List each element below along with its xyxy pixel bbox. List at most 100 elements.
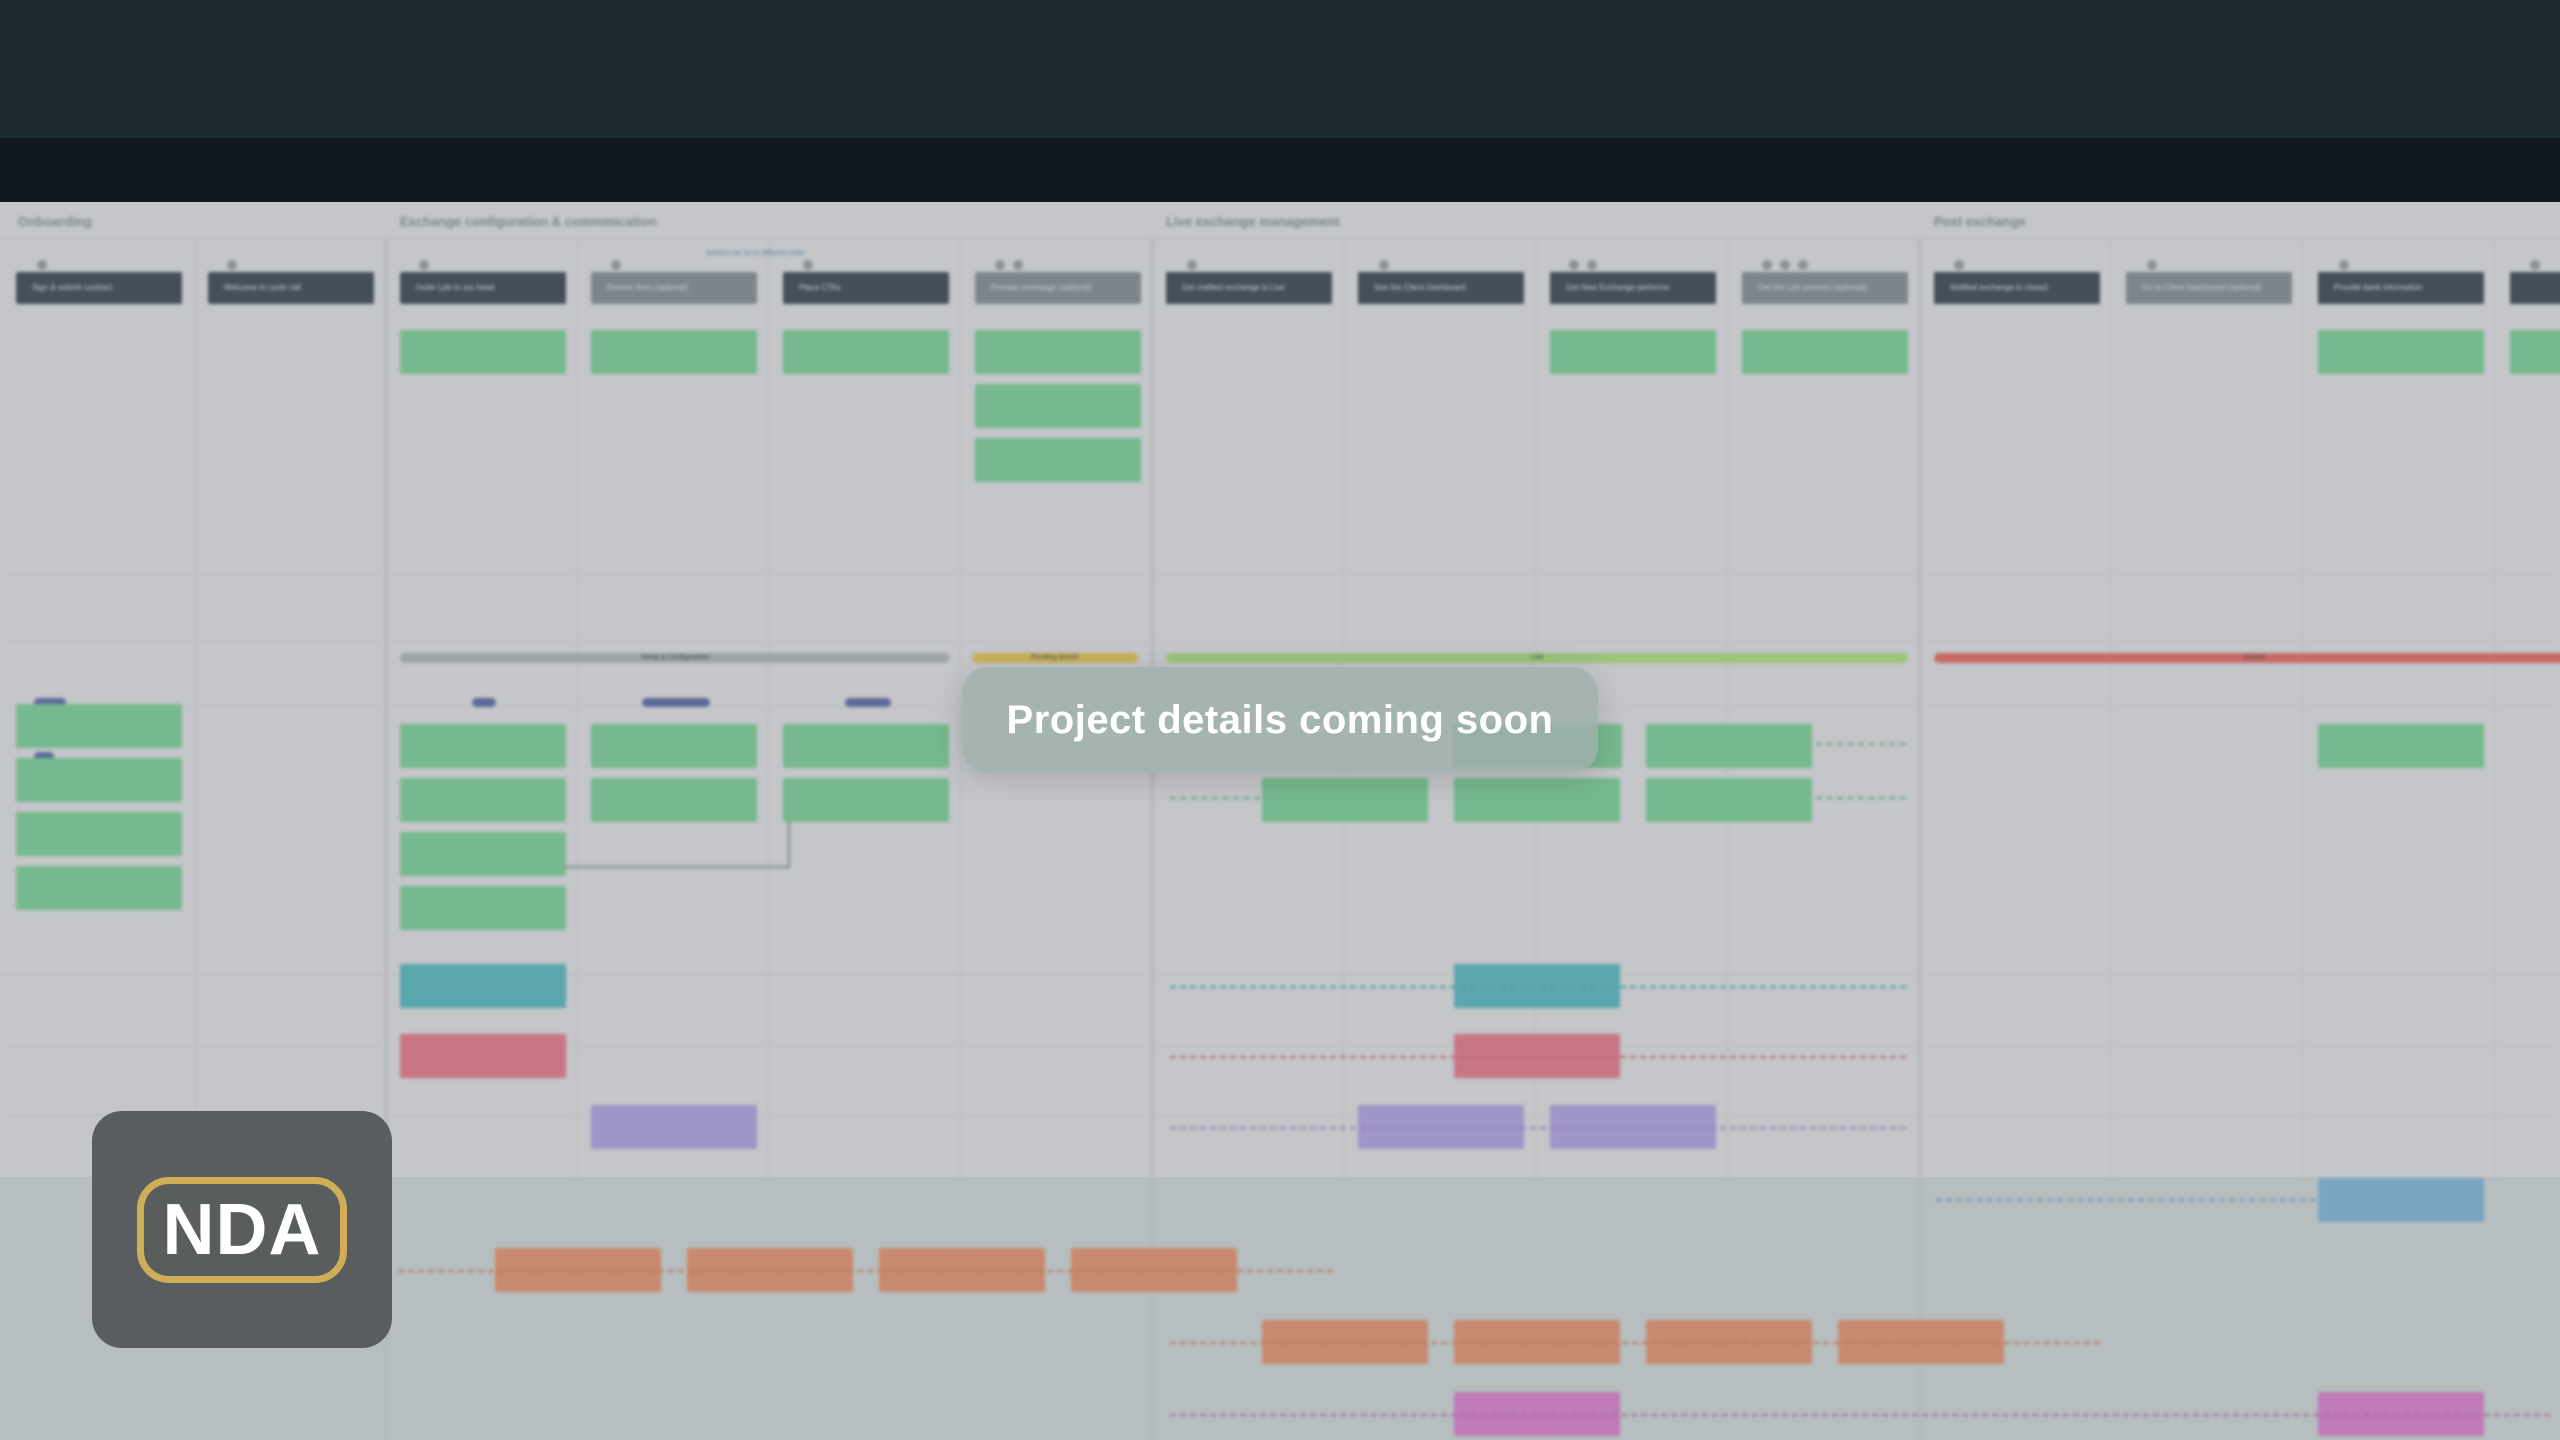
tag-pill <box>34 752 54 761</box>
column-divider <box>2494 238 2495 1440</box>
step-header: See the Client Dashboard <box>1358 272 1524 304</box>
persona-avatar <box>1587 260 1597 270</box>
phase-divider <box>385 238 388 1440</box>
column-divider <box>2110 238 2111 1440</box>
dashed-flow <box>1816 743 1906 745</box>
step-header: Get New Exchange performa <box>1550 272 1716 304</box>
action-card <box>2318 724 2484 768</box>
persona-avatar <box>2530 260 2540 270</box>
action-card <box>1646 724 1812 768</box>
action-card <box>400 778 566 822</box>
action-card <box>2318 330 2484 374</box>
row-divider <box>0 1115 2560 1116</box>
coming-soon-pill: Project details coming soon <box>962 667 1598 773</box>
row-divider <box>0 238 2560 239</box>
flow-connector <box>566 866 790 868</box>
action-card <box>1550 330 1716 374</box>
dashed-flow <box>398 1270 1333 1272</box>
action-card <box>1454 778 1620 822</box>
nda-label: NDA <box>162 1189 322 1270</box>
dashed-flow <box>1170 1056 1906 1058</box>
persona-avatar <box>1187 260 1197 270</box>
tag-pill <box>34 698 66 707</box>
status-bar-setup: Setup & Configuration <box>400 653 950 663</box>
dashed-flow <box>1170 986 1906 988</box>
column-divider <box>960 238 961 1440</box>
board-lower-lane <box>0 1177 2560 1440</box>
nda-badge-tile: NDA <box>92 1111 392 1348</box>
phase-divider <box>1918 238 1921 1440</box>
row-divider <box>0 1045 2560 1046</box>
blurred-content: Onboarding Exchange configuration & comm… <box>0 202 2560 1440</box>
action-card <box>16 704 182 748</box>
persona-avatar <box>2339 260 2349 270</box>
phase-title-post: Post exchange <box>1934 214 2026 229</box>
step-header: Get notified exchange is Live <box>1166 272 1332 304</box>
persona-avatar <box>1762 260 1772 270</box>
app-toolbar <box>0 138 2560 202</box>
status-bar-label: Live <box>1530 654 1544 661</box>
action-card <box>783 330 949 374</box>
action-card <box>591 724 757 768</box>
status-bar-label: Setup & Configuration <box>640 654 710 661</box>
persona-avatar <box>803 260 813 270</box>
status-bar-pending: Pending launch <box>972 653 1138 663</box>
dashed-flow <box>1170 1127 1906 1129</box>
column-divider <box>1343 238 1344 1440</box>
persona-avatar <box>995 260 1005 270</box>
persona-avatar <box>419 260 429 270</box>
action-card <box>783 778 949 822</box>
step-header: Welcome to cycle call <box>208 272 374 304</box>
action-card <box>975 438 1141 482</box>
action-card <box>1262 778 1428 822</box>
step-header: Place CTAs <box>783 272 949 304</box>
action-card <box>1742 330 1908 374</box>
column-divider <box>1535 238 1536 1440</box>
persona-avatar <box>611 260 621 270</box>
step-header <box>2510 272 2560 304</box>
column-divider <box>768 238 769 1440</box>
status-bar-label: Pending launch <box>1030 654 1080 661</box>
step-header: Go to Client Dashboard (optional) <box>2126 272 2292 304</box>
phase-divider <box>1151 238 1154 1440</box>
status-bar-label: Closed <box>2243 654 2265 661</box>
status-bar-live: Live <box>1166 653 1908 663</box>
persona-avatar <box>1780 260 1790 270</box>
action-card <box>400 330 566 374</box>
action-card <box>16 866 182 910</box>
persona-avatar <box>1379 260 1389 270</box>
action-card <box>591 330 757 374</box>
status-bar-closed: Closed <box>1934 653 2560 663</box>
persona-avatar <box>1798 260 1808 270</box>
app-top-bar <box>0 0 2560 138</box>
dashed-flow <box>1170 797 1260 799</box>
action-card <box>975 384 1141 428</box>
tag-pill <box>472 698 496 707</box>
dashed-flow <box>1170 1342 2100 1344</box>
persona-avatar <box>227 260 237 270</box>
tag-pill <box>642 698 710 707</box>
column-divider <box>1727 238 1728 1440</box>
action-card <box>16 758 182 802</box>
insight-card <box>591 1105 757 1149</box>
step-header: Sign & submit contract <box>16 272 182 304</box>
step-header: Invite Lyle to our head <box>400 272 566 304</box>
step-header: Review Xero (optional) <box>591 272 757 304</box>
persona-avatar <box>2147 260 2157 270</box>
annotation-note: Actions can be in different order <box>706 250 805 257</box>
action-card <box>975 330 1141 374</box>
persona-avatar <box>1954 260 1964 270</box>
step-header: Get the Lyle process (optional) <box>1742 272 1908 304</box>
column-divider <box>195 238 196 1440</box>
step-header: Preview exchange (optional) <box>975 272 1141 304</box>
persona-avatar <box>1569 260 1579 270</box>
row-divider <box>0 642 2560 643</box>
marketing-card <box>400 1034 566 1078</box>
tag-pill <box>845 698 891 707</box>
persona-avatar <box>37 260 47 270</box>
phase-title-configuration: Exchange configuration & commmication <box>400 214 657 229</box>
action-card <box>591 778 757 822</box>
row-divider <box>0 974 2560 975</box>
integration-card <box>400 964 566 1008</box>
nda-badge: NDA <box>137 1176 347 1283</box>
